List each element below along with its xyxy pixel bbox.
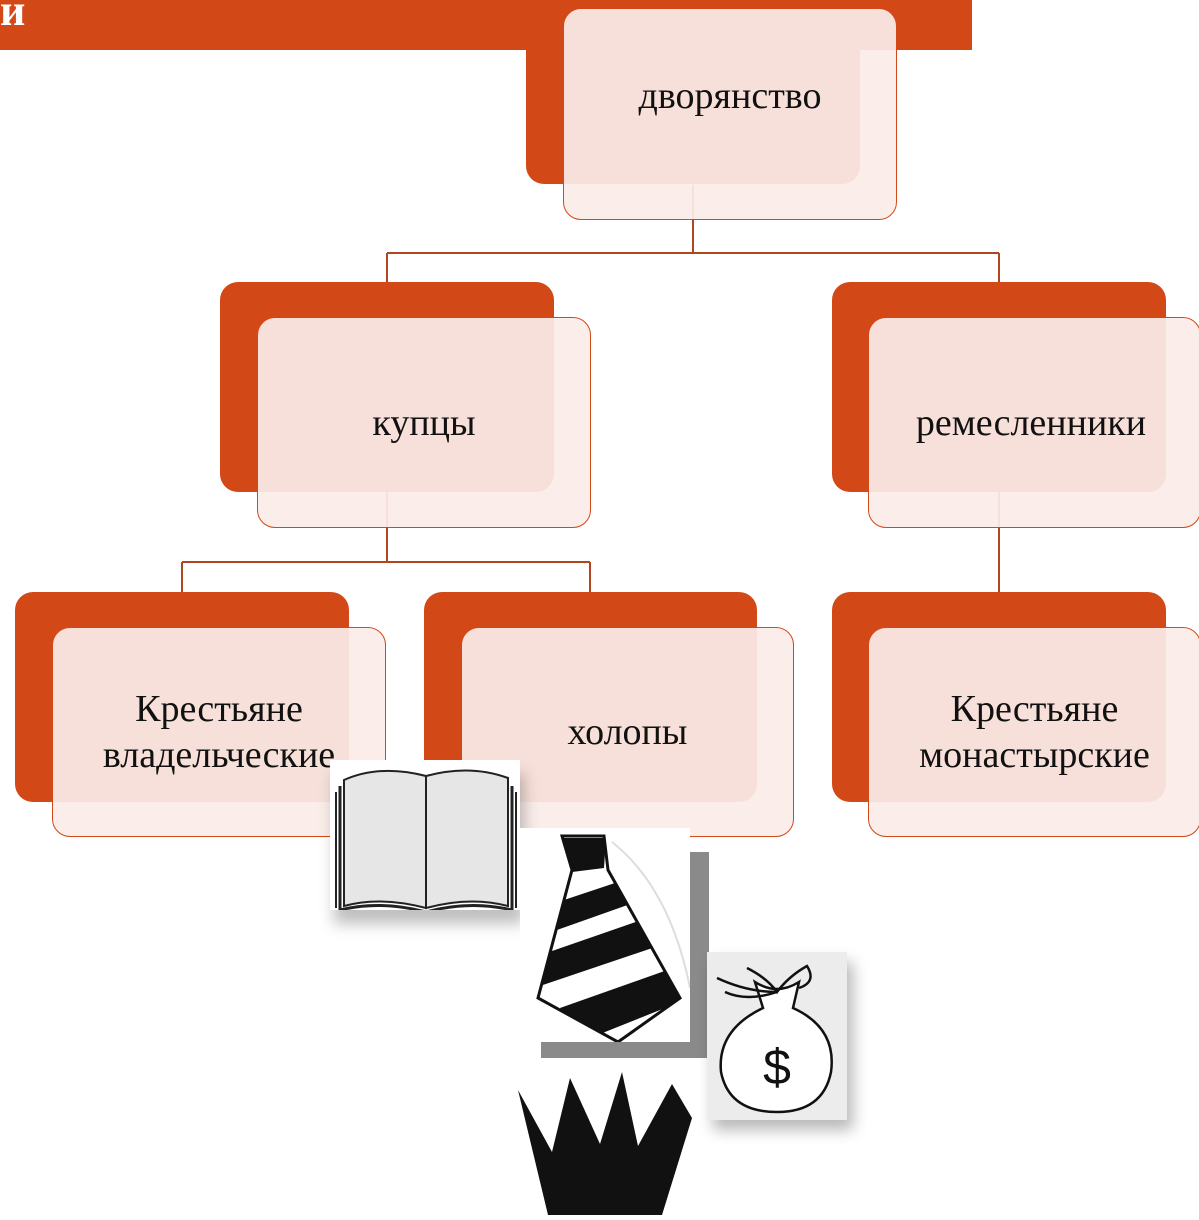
node-label: холопы — [567, 711, 688, 753]
node-label: купцы — [372, 401, 476, 444]
node-label-line-1: Крестьяне — [950, 688, 1119, 730]
node-label-line-2: монастырские — [919, 734, 1150, 776]
node-label: Крестьяне монастырские — [868, 667, 1199, 797]
node-label-line-2: владельческие — [102, 734, 336, 776]
node-label: дворянство — [638, 75, 822, 117]
node-label-line-1: Крестьяне — [135, 688, 303, 730]
money-bag-icon: $ — [707, 952, 847, 1120]
book-icon — [330, 760, 520, 914]
node-label: ремесленники — [915, 401, 1147, 444]
node-label: Крестьяне владельческие — [52, 667, 386, 797]
title-fragment: и — [0, 0, 26, 35]
crown-icon — [512, 1060, 698, 1215]
money-bag-symbol: $ — [763, 1039, 791, 1095]
tie-icon — [520, 828, 691, 1044]
